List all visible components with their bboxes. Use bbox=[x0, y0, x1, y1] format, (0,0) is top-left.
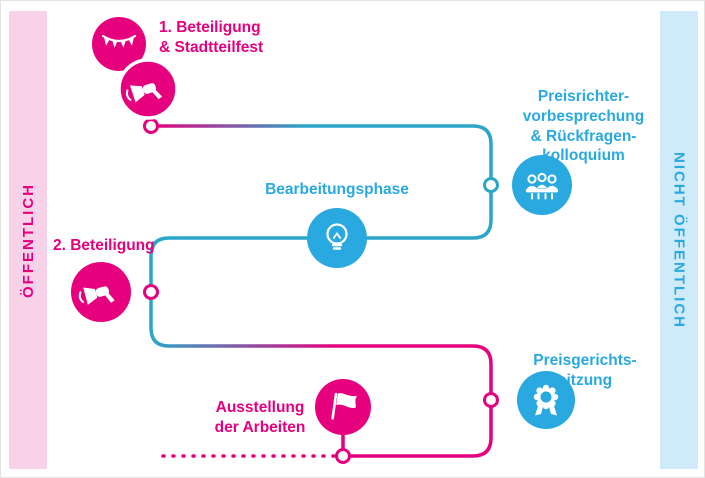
public-band: ÖFFENTLICH bbox=[9, 11, 47, 469]
non-public-band-label: NICHT ÖFFENTLICH bbox=[670, 151, 688, 329]
label-bearbeitungsphase: Bearbeitungsphase bbox=[265, 181, 409, 198]
lightbulb-icon bbox=[326, 223, 348, 250]
flow-segment-3 bbox=[149, 298, 493, 394]
connector-ausstellung bbox=[335, 448, 351, 464]
node-beteiligung-2 bbox=[71, 262, 131, 322]
flag-icon bbox=[331, 392, 358, 420]
connector-jury bbox=[483, 177, 499, 193]
label-preisgerichtssitzung: Preisgerichts- sitzung bbox=[533, 352, 637, 390]
label-beteiligung-2: 2. Beteiligung bbox=[53, 237, 155, 254]
node-ausstellung bbox=[315, 379, 371, 435]
connector-beteiligung2 bbox=[143, 284, 159, 300]
node-bearbeitungsphase bbox=[307, 208, 367, 268]
node-preisrichtervorbesprechung bbox=[512, 155, 572, 215]
jury-icon bbox=[526, 172, 558, 200]
flow-segment-4 bbox=[349, 406, 493, 458]
connector-step1 bbox=[143, 118, 159, 134]
label-ausstellung: Ausstellung der Arbeiten bbox=[214, 399, 306, 437]
connector-preisgericht bbox=[483, 392, 499, 408]
label-beteiligung-1: 1. Beteiligung & Stadtteilfest bbox=[159, 19, 264, 57]
award-icon bbox=[533, 384, 559, 416]
node-preisgerichtssitzung bbox=[517, 371, 575, 429]
node-beteiligung-1 bbox=[92, 17, 179, 120]
non-public-band: NICHT ÖFFENTLICH bbox=[660, 11, 698, 469]
label-preisrichtervorbesprechung: Preisrichter- vorbesprechung & Rückfrage… bbox=[522, 88, 645, 165]
flow-segment-1 bbox=[156, 124, 493, 179]
bunting-icon bbox=[101, 34, 137, 48]
